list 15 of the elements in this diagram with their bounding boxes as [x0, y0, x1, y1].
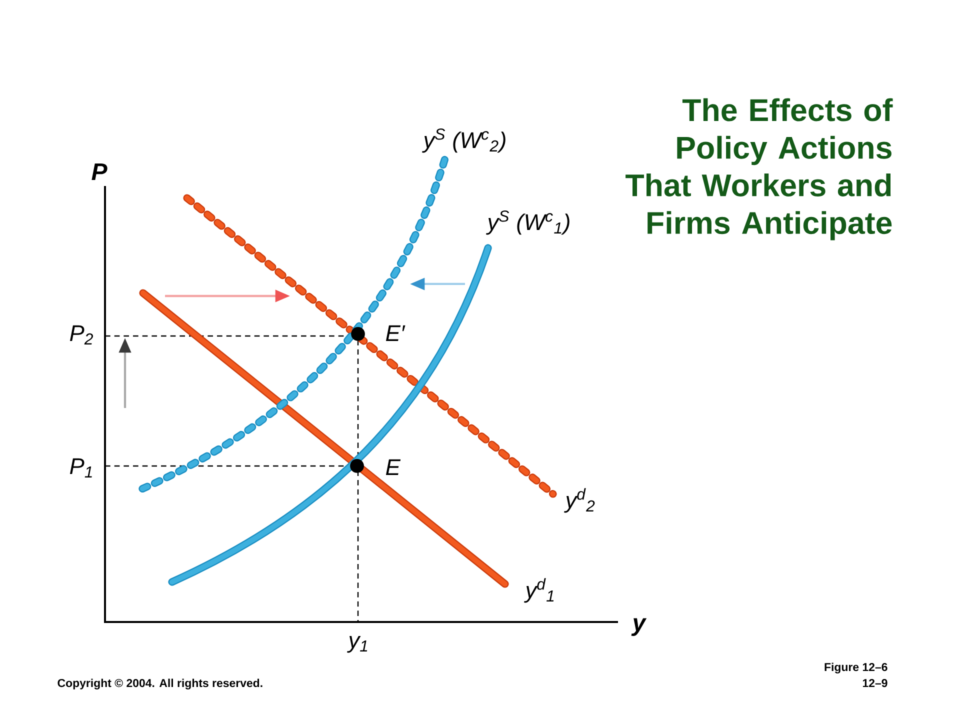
curve-label: y$^{d}$1 — [524, 578, 554, 603]
page-number: 12–9 — [862, 678, 888, 688]
tick-label: P$_{1}$ — [70, 458, 92, 478]
copyright-note: Copyright © 2004. All rights reserved. — [58, 678, 262, 690]
axis-label: y — [631, 618, 647, 636]
tick-label: P$_{2}$ — [70, 325, 93, 344]
curve-label: y$^{d}$2 — [564, 488, 595, 513]
title: The Effects of Policy Actions That Workers and Firms Anticipate — [626, 98, 893, 240]
axis-label: P — [92, 163, 108, 180]
curve-label: y$^{S}$ (W$^{c}$$_{2}$) — [422, 128, 506, 153]
point-label: E — [386, 459, 401, 475]
curve-label: y$^{S}$ (W$^{c}$$_{1}$) — [486, 210, 570, 235]
figure-number: Figure 12–6 — [824, 662, 888, 674]
tick-label: y$_{1}$ — [347, 636, 368, 653]
point-label: E′ — [386, 325, 406, 341]
